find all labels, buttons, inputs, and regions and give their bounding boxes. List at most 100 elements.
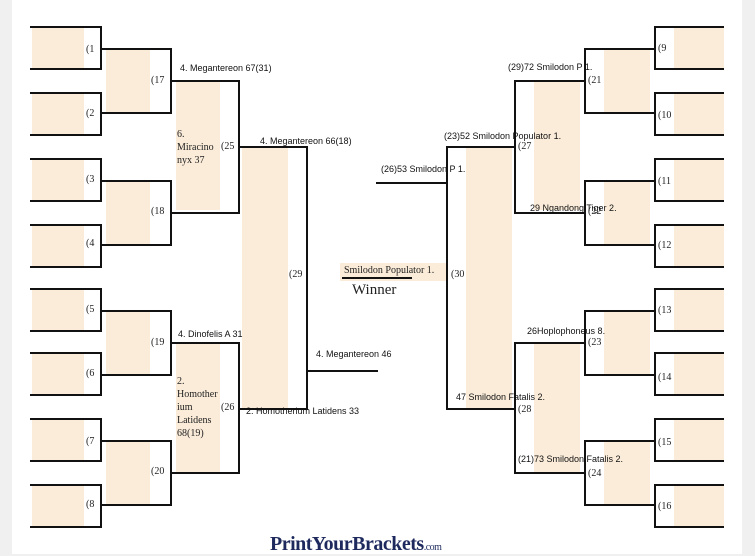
champion-fill (340, 263, 448, 281)
seed-label: (8 (86, 499, 95, 510)
slot-fill (106, 182, 150, 244)
bracket-line (446, 146, 448, 410)
bracket-line (100, 504, 172, 506)
seed-label: (15 (658, 437, 672, 448)
slot-fill (32, 94, 84, 134)
slot-fill (604, 182, 650, 244)
slot-fill (32, 226, 84, 266)
seed-label: (10 (658, 110, 672, 121)
entry-label-line: 68(19) (177, 428, 204, 439)
seed-label: (6 (86, 368, 95, 379)
seed-label: (23 (588, 337, 602, 348)
slot-fill (674, 226, 724, 266)
bracket-line (654, 394, 724, 396)
slot-fill (604, 442, 650, 504)
slot-fill (466, 148, 512, 408)
seed-label: (16 (658, 501, 672, 512)
slot-fill (32, 160, 84, 200)
bracket-line (514, 342, 586, 344)
seed-label: (1 (86, 44, 95, 55)
bracket-line (100, 48, 172, 50)
bracket-line (30, 92, 102, 94)
slot-fill (674, 160, 724, 200)
seed-label: (7 (86, 436, 95, 447)
seed-label: (4 (86, 238, 95, 249)
bracket-line (654, 68, 724, 70)
entry-label-line: Latidens (177, 415, 212, 426)
bracket-line (30, 158, 102, 160)
entry-label: 4. Megantereon 66(18) (260, 136, 352, 146)
slot-fill (32, 420, 84, 460)
slot-fill (32, 354, 84, 394)
entry-label: 29 Ngandong Tiger 2. (530, 203, 617, 213)
bracket-line (654, 224, 724, 226)
entry-label-line: 6. (177, 129, 185, 140)
print-your-brackets-logo: PrintYourBrackets.com (270, 533, 442, 556)
bracket-line (654, 484, 656, 528)
slot-fill (534, 82, 580, 210)
slot-fill (106, 442, 150, 504)
bracket-line (100, 374, 172, 376)
entry-label: 47 Smilodon Fatalis 2. (456, 392, 546, 402)
entry-label: (26)53 Smilodon P 1. (381, 164, 466, 174)
seed-label: (25 (221, 141, 235, 152)
bracket-line (30, 224, 102, 226)
logo-text: PrintYourBrackets (270, 533, 424, 555)
bracket-line (30, 394, 102, 396)
entry-label-line: nyx 37 (177, 155, 205, 166)
bracket-line (100, 244, 172, 246)
bracket-line (100, 440, 172, 442)
bracket-line (654, 352, 724, 354)
bracket-line (654, 224, 656, 268)
bracket-line (100, 484, 102, 528)
bracket-line (584, 112, 656, 114)
bracket-line (30, 134, 102, 136)
entry-label-stacked: 6. Miracino nyx 37 (177, 128, 221, 167)
slot-fill (176, 82, 220, 210)
bracket-line (30, 288, 102, 290)
bracket-line (100, 310, 172, 312)
bracket-line (446, 146, 516, 148)
bracket-line (654, 266, 724, 268)
bracket-line (654, 418, 724, 420)
seed-label: (29 (289, 269, 303, 280)
seed-label: (26 (221, 402, 235, 413)
seed-label: (19 (151, 337, 165, 348)
bracket-line (376, 182, 448, 184)
seed-label: (9 (658, 43, 667, 54)
bracket-line (654, 92, 656, 136)
bracket-line (30, 330, 102, 332)
bracket-line (100, 112, 172, 114)
bracket-line (100, 224, 102, 268)
bracket-line (584, 504, 656, 506)
seed-label: (12 (658, 240, 672, 251)
logo-suffix: .com (423, 542, 442, 553)
seed-label: (14 (658, 372, 672, 383)
seed-label: (5 (86, 304, 95, 315)
slot-fill (674, 94, 724, 134)
bracket-line (584, 310, 656, 312)
slot-fill (674, 420, 724, 460)
bracket-line (514, 80, 586, 82)
champion-line (342, 277, 412, 279)
seed-label: (22 (588, 206, 602, 217)
bracket-line (30, 418, 102, 420)
bracket-line (170, 342, 240, 344)
seed-label: (18 (151, 206, 165, 217)
entry-label: 26Hoplophoneus 8. (527, 326, 606, 336)
seed-label: (20 (151, 466, 165, 477)
seed-label: (17 (151, 75, 165, 86)
bracket-line (30, 68, 102, 70)
bracket-line (584, 374, 656, 376)
bracket-line (654, 460, 724, 462)
slot-fill (604, 312, 650, 374)
bracket-line (238, 408, 308, 410)
bracket-line (30, 266, 102, 268)
bracket-line (584, 48, 656, 50)
bracket-line (306, 146, 308, 410)
seed-label: (21 (588, 75, 602, 86)
entry-label-line: 2. (177, 376, 185, 387)
bracket-line (100, 180, 172, 182)
bracket-line (170, 472, 240, 474)
entry-label: 4. Megantereon 46 (316, 349, 392, 359)
